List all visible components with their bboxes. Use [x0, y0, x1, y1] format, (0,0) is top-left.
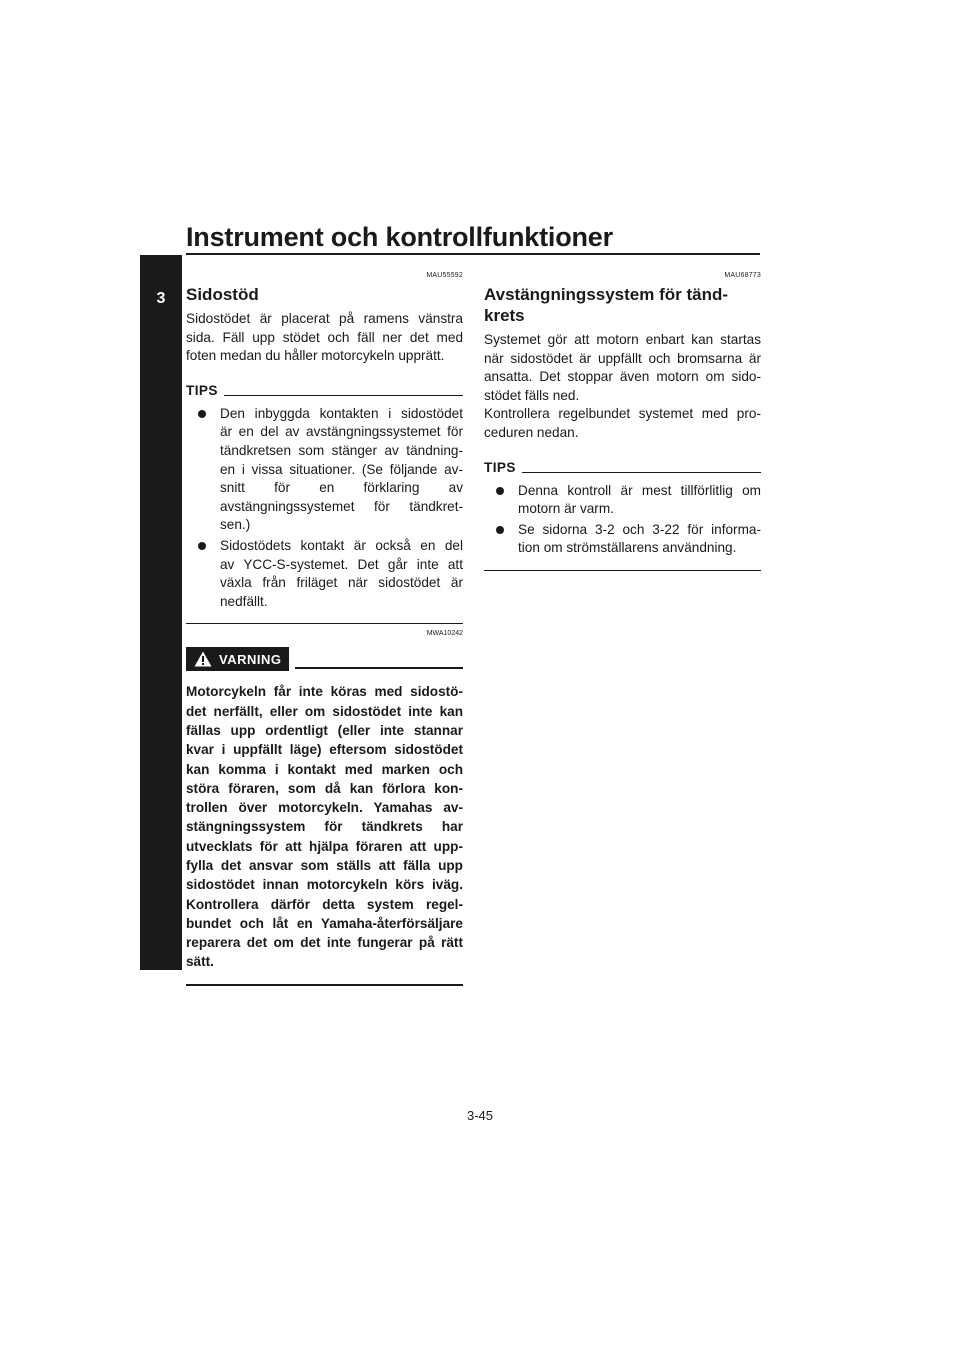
- list-item: Den inbyggda kontakten i sidostödet är e…: [186, 405, 463, 535]
- section-body: Systemet gör att motorn enbart kan start…: [484, 332, 761, 440]
- tips-heading: TIPS: [186, 380, 463, 398]
- warning-body: Motorcykeln får inte köras med sidostö- …: [186, 684, 463, 970]
- section-title-sidestand: Sidostöd: [186, 285, 259, 304]
- section-title-ignition-cutoff: Avstängningssystem för tänd- krets: [484, 285, 729, 325]
- tips-label: TIPS: [484, 459, 516, 475]
- tips-rule: [521, 471, 761, 473]
- tips-rule: [223, 394, 463, 396]
- tips-label: TIPS: [186, 382, 218, 398]
- section-code: MAU55592: [426, 272, 463, 279]
- page-header-title: Instrument och kontrollfunktioner: [186, 222, 613, 252]
- bullet-icon: [198, 541, 206, 550]
- tips-end-rule: [186, 623, 463, 625]
- warning-label: VARNING: [219, 651, 282, 667]
- tips-heading: TIPS: [484, 457, 761, 475]
- warning-triangle-icon: [194, 651, 212, 667]
- warning-end-rule: [186, 983, 463, 986]
- list-item: Se sidorna 3-2 och 3-22 för informa- tio…: [484, 521, 761, 558]
- tips-end-rule: [484, 569, 761, 571]
- tips-list: Denna kontroll är mest tillförlitlig om …: [484, 482, 761, 558]
- warning-code: MWA10242: [426, 630, 463, 638]
- warning-heading: VARNING: [186, 646, 463, 672]
- chapter-number: 3: [156, 290, 166, 307]
- bullet-icon: [198, 409, 206, 418]
- header-rule: [186, 253, 760, 255]
- section-body: Sidostödet är placerat på ramens vänstra…: [186, 311, 463, 364]
- tips-list: Den inbyggda kontakten i sidostödet är e…: [186, 405, 463, 612]
- section-code: MAU68773: [724, 272, 761, 279]
- left-column: MAU55592 Sidostöd Sidostödet är placerat…: [186, 272, 463, 986]
- list-item: Denna kontroll är mest tillförlitlig om …: [484, 482, 761, 519]
- warning-badge: VARNING: [186, 647, 290, 672]
- chapter-tab: [140, 255, 182, 970]
- right-column: MAU68773 Avstängningssystem för tänd- kr…: [484, 272, 761, 571]
- list-item: Sidostödets kontakt är också en del av Y…: [186, 537, 463, 611]
- bullet-icon: [496, 525, 504, 534]
- page-number: 3-45: [466, 1108, 494, 1123]
- warning-rule: [295, 667, 463, 670]
- bullet-icon: [496, 486, 504, 495]
